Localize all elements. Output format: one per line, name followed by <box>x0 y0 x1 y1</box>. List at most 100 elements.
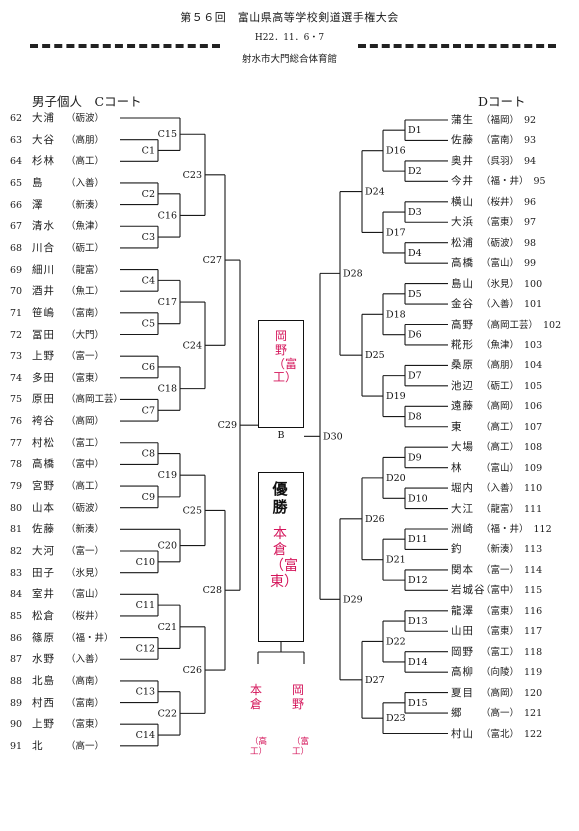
right-player-row: 山田（富東）117 <box>451 621 542 642</box>
player-number: 96 <box>524 196 537 208</box>
match-label-d10: D10 <box>408 493 428 504</box>
match-label-d27: D27 <box>365 675 385 686</box>
right-player-row: 大浜（富東）97 <box>451 212 536 233</box>
player-school: （向陵） <box>481 667 520 679</box>
player-number: 103 <box>524 339 543 351</box>
player-name: 糀形 <box>451 338 474 351</box>
player-school: （氷見） <box>481 278 520 290</box>
player-school: （龍富） <box>481 503 520 515</box>
match-label-d9: D9 <box>408 452 422 463</box>
match-label-d17: D17 <box>386 227 406 238</box>
player-school: （新湊） <box>66 524 105 536</box>
player-school: （魚津） <box>481 339 520 351</box>
right-player-row: 岩城谷（富中）115 <box>451 580 542 601</box>
match-label-c18: C18 <box>158 384 177 395</box>
player-number: 74 <box>10 372 23 384</box>
match-label-c9: C9 <box>142 492 155 503</box>
finalist-right-name: 岡野 <box>291 683 304 711</box>
player-number: 70 <box>10 286 23 298</box>
player-school: （富中） <box>481 585 520 597</box>
player-name: 杉林 <box>32 155 55 168</box>
player-school: （富南） <box>66 307 105 319</box>
player-school: （高工） <box>66 481 105 493</box>
match-label-d14: D14 <box>408 657 428 668</box>
player-name: 村松 <box>32 436 55 449</box>
player-school: （福・井） <box>481 524 529 535</box>
player-number: 67 <box>10 221 23 233</box>
player-number: 110 <box>524 483 543 495</box>
right-player-row: 洲崎（福・井）112 <box>451 519 552 540</box>
match-label-c10: C10 <box>136 557 155 568</box>
player-number: 72 <box>10 329 23 341</box>
player-number: 119 <box>524 667 543 679</box>
player-school: （富東） <box>481 217 520 229</box>
player-name: 大場 <box>451 441 474 454</box>
champion-box <box>258 472 304 642</box>
player-name: 室井 <box>32 588 55 601</box>
match-label-d4: D4 <box>408 248 422 259</box>
player-school: （福・井） <box>66 632 114 644</box>
player-name: 村西 <box>32 696 55 709</box>
right-player-row: 龍澤（富東）116 <box>451 601 542 622</box>
player-school: （高南） <box>66 675 105 687</box>
player-school: （高朋） <box>66 134 105 146</box>
player-name: 山田 <box>451 625 474 638</box>
player-school: （砺工） <box>481 380 520 392</box>
match-label-d2: D2 <box>408 166 422 177</box>
player-number: 113 <box>524 544 543 556</box>
player-school: （砺工） <box>66 242 105 254</box>
match-label-d5: D5 <box>408 289 422 300</box>
player-school: （富山） <box>66 589 105 601</box>
player-school: （高工） <box>481 442 520 454</box>
right-player-row: 横山（桜井）96 <box>451 192 536 213</box>
player-name: 金谷 <box>451 298 474 311</box>
player-number: 108 <box>524 442 543 454</box>
match-label-c24: C24 <box>183 340 202 351</box>
player-name: 上野 <box>32 718 55 731</box>
player-school: （富工） <box>481 646 520 658</box>
player-number: 71 <box>10 307 23 319</box>
player-name: 岡野 <box>451 645 474 658</box>
player-name: 上野 <box>32 350 55 363</box>
match-label-d15: D15 <box>408 698 428 709</box>
player-school: （富山） <box>481 462 520 474</box>
player-school: （砺波） <box>66 113 105 124</box>
header-rule-left <box>30 44 220 48</box>
player-school: （桜井） <box>66 610 105 622</box>
player-school: （入善） <box>481 483 520 495</box>
right-player-row: 高野（高岡工芸）102 <box>451 315 561 336</box>
player-number: 122 <box>524 728 543 740</box>
match-label-d1: D1 <box>408 125 422 136</box>
player-number: 83 <box>10 567 23 579</box>
player-name: 多田 <box>32 371 55 384</box>
player-school: （富工） <box>66 437 105 449</box>
match-label-c1: C1 <box>142 145 155 156</box>
player-school: （高一） <box>66 740 105 752</box>
player-name: 山本 <box>32 501 55 514</box>
right-player-row: 東（高工）107 <box>451 417 542 438</box>
match-label-c20: C20 <box>158 541 177 552</box>
match-label-d29: D29 <box>343 594 363 605</box>
match-label-c8: C8 <box>142 449 155 460</box>
player-name: 釣 <box>451 543 463 556</box>
player-name: 村山 <box>451 727 474 740</box>
match-label-d26: D26 <box>365 514 385 525</box>
player-school: （富一） <box>66 546 105 557</box>
player-school: （福・井） <box>481 176 529 188</box>
right-player-row: 堀内（入善）110 <box>451 478 542 499</box>
